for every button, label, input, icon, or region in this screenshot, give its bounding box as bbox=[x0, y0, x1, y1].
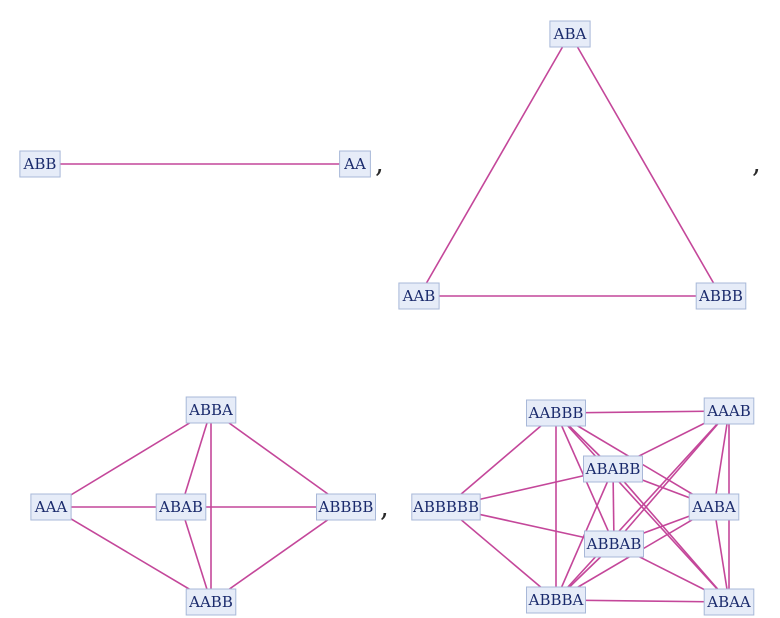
node-box bbox=[19, 150, 61, 178]
node-box bbox=[411, 493, 481, 521]
separators-layer: ,,, bbox=[375, 146, 761, 523]
node-label: AAAB bbox=[706, 402, 751, 420]
node-box bbox=[703, 397, 755, 425]
edge-abba-aaa bbox=[50, 409, 212, 508]
edge-aba-aab bbox=[418, 33, 571, 297]
edge-aaba-abaa bbox=[713, 506, 730, 603]
node-box bbox=[30, 493, 72, 521]
node-aabb: AABB bbox=[185, 588, 237, 616]
node-aabbb: AABBB bbox=[526, 399, 586, 427]
node-label: ABBBA bbox=[528, 591, 584, 609]
node-box bbox=[584, 530, 644, 558]
node-label: ABBB bbox=[698, 287, 743, 305]
node-label: ABABB bbox=[585, 460, 641, 478]
node-box bbox=[703, 588, 755, 616]
nodes-layer: ABB AA ABA AAB ABBB ABBA AAA ABAB ABBBB AABB AABBB… bbox=[19, 20, 755, 616]
node-box bbox=[155, 493, 207, 521]
edge-aabbb-abbbbb bbox=[445, 412, 557, 508]
node-box bbox=[339, 150, 371, 178]
node-abbba: ABBBA bbox=[526, 586, 586, 614]
edge-aaab-aaba bbox=[713, 410, 730, 508]
node-abbbbb: ABBBBB bbox=[411, 493, 481, 521]
node-label: AABB bbox=[188, 593, 233, 611]
edge-aaab-abbab bbox=[613, 410, 730, 545]
separator-comma: , bbox=[375, 146, 384, 179]
node-label: ABB bbox=[23, 155, 57, 173]
node-label: ABA bbox=[553, 25, 587, 43]
node-box bbox=[526, 399, 586, 427]
node-abbab: ABBAB bbox=[584, 530, 644, 558]
node-label: AABBB bbox=[528, 404, 584, 422]
node-box bbox=[526, 586, 586, 614]
node-box bbox=[688, 493, 740, 521]
edge-aba-abbb bbox=[569, 33, 722, 297]
separator-comma: , bbox=[380, 490, 389, 523]
edge-abba-abab bbox=[180, 409, 212, 508]
node-label: ABAA bbox=[706, 593, 751, 611]
edge-abab-aabb bbox=[180, 506, 212, 603]
node-box bbox=[316, 493, 376, 521]
node-box bbox=[185, 396, 237, 424]
node-label: AAB bbox=[402, 287, 436, 305]
node-aaab: AAAB bbox=[703, 397, 755, 425]
node-aba: ABA bbox=[549, 20, 591, 48]
node-label: AA bbox=[343, 155, 366, 173]
node-abbbb: ABBBB bbox=[316, 493, 376, 521]
node-abb: ABB bbox=[19, 150, 61, 178]
node-label: ABBAB bbox=[586, 535, 642, 553]
node-box bbox=[695, 282, 747, 310]
edge-ababb-abaa bbox=[612, 468, 730, 603]
node-abab: ABAB bbox=[155, 493, 207, 521]
edge-abbbbb-abbba bbox=[445, 506, 557, 601]
node-label: ABAB bbox=[158, 498, 203, 516]
node-box bbox=[549, 20, 591, 48]
edge-aabbb-abaa bbox=[555, 412, 730, 603]
edge-aaa-aabb bbox=[50, 506, 212, 603]
node-aaa: AAA bbox=[30, 493, 72, 521]
node-aaba: AABA bbox=[688, 493, 740, 521]
edge-abbbb-aabb bbox=[210, 506, 347, 603]
node-aab: AAB bbox=[398, 282, 440, 310]
node-box bbox=[583, 455, 643, 483]
node-box bbox=[185, 588, 237, 616]
edge-abba-abbbb bbox=[210, 409, 347, 508]
node-aa: AA bbox=[339, 150, 371, 178]
node-label: AABA bbox=[691, 498, 736, 516]
node-abba: ABBA bbox=[185, 396, 237, 424]
separator-comma: , bbox=[752, 146, 761, 179]
node-label: ABBA bbox=[188, 401, 233, 419]
node-box bbox=[398, 282, 440, 310]
edge-aaab-abbba bbox=[555, 410, 730, 601]
node-abaa: ABAA bbox=[703, 588, 755, 616]
node-ababb: ABABB bbox=[583, 455, 643, 483]
node-label: ABBBB bbox=[318, 498, 374, 516]
node-label: AAA bbox=[34, 498, 68, 516]
node-abbb: ABBB bbox=[695, 282, 747, 310]
node-label: ABBBBB bbox=[412, 498, 479, 516]
